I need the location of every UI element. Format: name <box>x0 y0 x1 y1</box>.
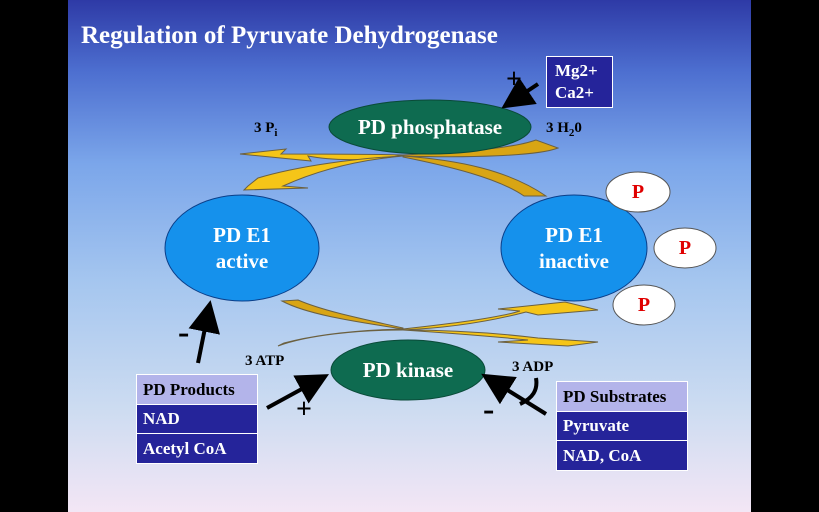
products-item-acetyl-coa: Acetyl CoA <box>137 434 257 463</box>
phosphate-oval-2 <box>653 227 717 269</box>
kinase-ellipse <box>330 339 486 401</box>
substrates-item-nad-coa: NAD, CoA <box>557 441 687 470</box>
adp-release-curve <box>519 377 539 406</box>
phosphate-oval-3 <box>612 284 676 326</box>
kinase-label: PD kinase <box>362 358 454 382</box>
h2o-text: 3 H <box>546 120 569 136</box>
phosphate-label-3: P <box>637 294 651 316</box>
e1-inactive-label: PD E1 inactive <box>501 222 647 275</box>
e1-active-label: PD E1 active <box>165 222 319 275</box>
e1-inactive-oval <box>500 194 648 302</box>
products-header: PD Products <box>137 375 257 405</box>
phosphatase-label: PD phosphatase <box>357 115 503 139</box>
phosphatase-activation-sign: + <box>506 64 522 95</box>
lower-left-arrow-bottom <box>277 328 404 347</box>
products-activation-sign: + <box>296 394 312 425</box>
substrates-inhibit-kinase-arrow <box>481 373 548 416</box>
substrates-header: PD Substrates <box>557 382 687 412</box>
lower-reaction-arrows <box>277 299 599 347</box>
ca-ion: Ca2+ <box>555 83 594 102</box>
pi-text: 3 P <box>254 120 275 136</box>
mg-ion: Mg2+ <box>555 61 598 80</box>
e1-inactive-state: inactive <box>539 249 609 274</box>
substrates-item-pyruvate: Pyruvate <box>557 412 687 441</box>
pi-subscript: i <box>274 127 278 139</box>
h2o-subscript: 2 <box>568 127 575 139</box>
e1-active-state: active <box>215 249 269 274</box>
ions-activate-phosphatase-arrow <box>501 77 540 109</box>
substrates-inhibition-sign: - <box>483 391 495 428</box>
products-activate-kinase-arrow <box>266 374 330 410</box>
products-item-nad: NAD <box>137 405 257 434</box>
pd-substrates-box: PD Substrates Pyruvate NAD, CoA <box>556 381 688 471</box>
phosphate-oval-1 <box>605 171 671 213</box>
h2o-label: 3 H20 <box>546 120 582 139</box>
products-inhibit-e1-arrow <box>188 300 220 364</box>
adp-label: 3 ADP <box>512 359 554 375</box>
e1-active-oval <box>164 194 320 302</box>
e1-inactive-name: PD E1 <box>545 223 603 247</box>
upper-reaction-arrows <box>239 139 560 197</box>
lower-right-arrow-bottom <box>402 329 599 347</box>
upper-right-arrow-bottom <box>402 155 548 197</box>
phosphatase-activators-box: Mg2+ Ca2+ <box>546 56 613 108</box>
slide-title: Regulation of Pyruvate Dehydrogenase <box>81 22 498 49</box>
products-inhibition-sign: - <box>178 314 190 351</box>
phosphate-label-2: P <box>678 237 692 259</box>
slide: Regulation of Pyruvate Dehydrogenase <box>68 0 751 512</box>
upper-left-arrow-bottom <box>242 155 404 191</box>
pdh-regulation-diagram <box>164 77 717 416</box>
phosphate-label-1: P <box>631 181 645 203</box>
h2o-suffix: 0 <box>574 120 582 136</box>
pd-products-box: PD Products NAD Acetyl CoA <box>136 374 258 464</box>
lower-right-arrow-top <box>402 301 599 331</box>
pi-label: 3 Pi <box>254 120 277 139</box>
e1-active-name: PD E1 <box>213 223 271 247</box>
lower-left-arrow-top <box>280 299 404 330</box>
phosphatase-ellipse <box>328 99 532 155</box>
atp-label: 3 ATP <box>245 353 285 369</box>
